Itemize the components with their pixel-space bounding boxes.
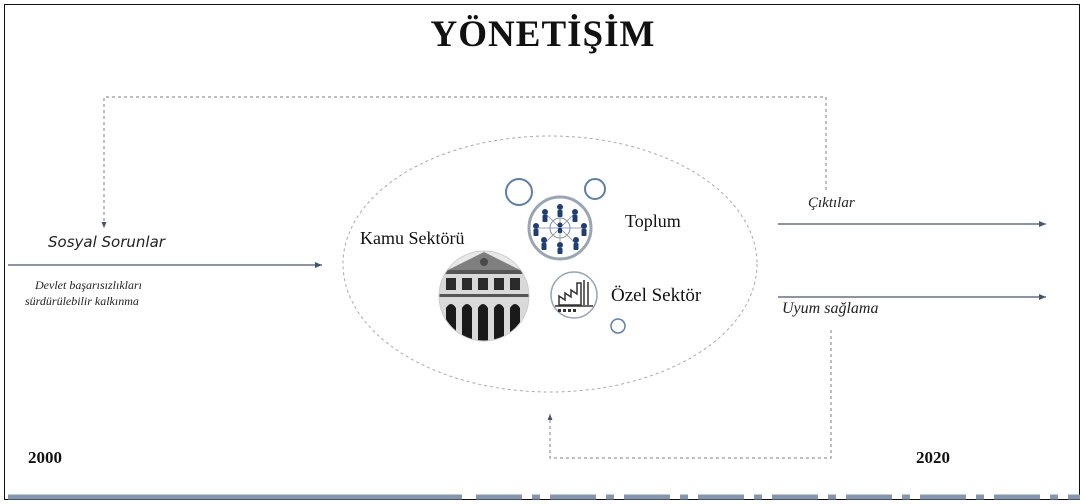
government-building-icon: [438, 250, 530, 342]
private-sector-label: Özel Sektör: [611, 285, 702, 306]
end-year-label: 2020: [916, 448, 950, 467]
social-problems-label: Sosyal Sorunlar: [48, 233, 165, 251]
decorative-ring: [584, 178, 606, 200]
cause-label: sürdürülebilir kalkınma: [25, 294, 139, 308]
page-title: YÖNETİŞİM: [430, 14, 656, 55]
public-sector-label: Kamu Sektörü: [360, 228, 465, 248]
governance-ellipse: [342, 135, 758, 393]
cause-label: Devlet başarısızlıkları: [35, 278, 142, 292]
outputs-label: Çıktılar: [808, 195, 855, 211]
feedback-loop-top: [101, 96, 827, 228]
diagram-frame: [4, 4, 1080, 500]
society-label: Toplum: [625, 211, 681, 231]
decorative-ring: [610, 318, 626, 334]
factory-icon: [550, 271, 598, 319]
feedback-loop-bottom: [547, 330, 832, 459]
decorative-ring: [505, 178, 533, 206]
start-year-label: 2000: [28, 448, 62, 467]
adaptation-label: Uyum sağlama: [782, 300, 879, 317]
people-network-icon: [527, 195, 593, 261]
